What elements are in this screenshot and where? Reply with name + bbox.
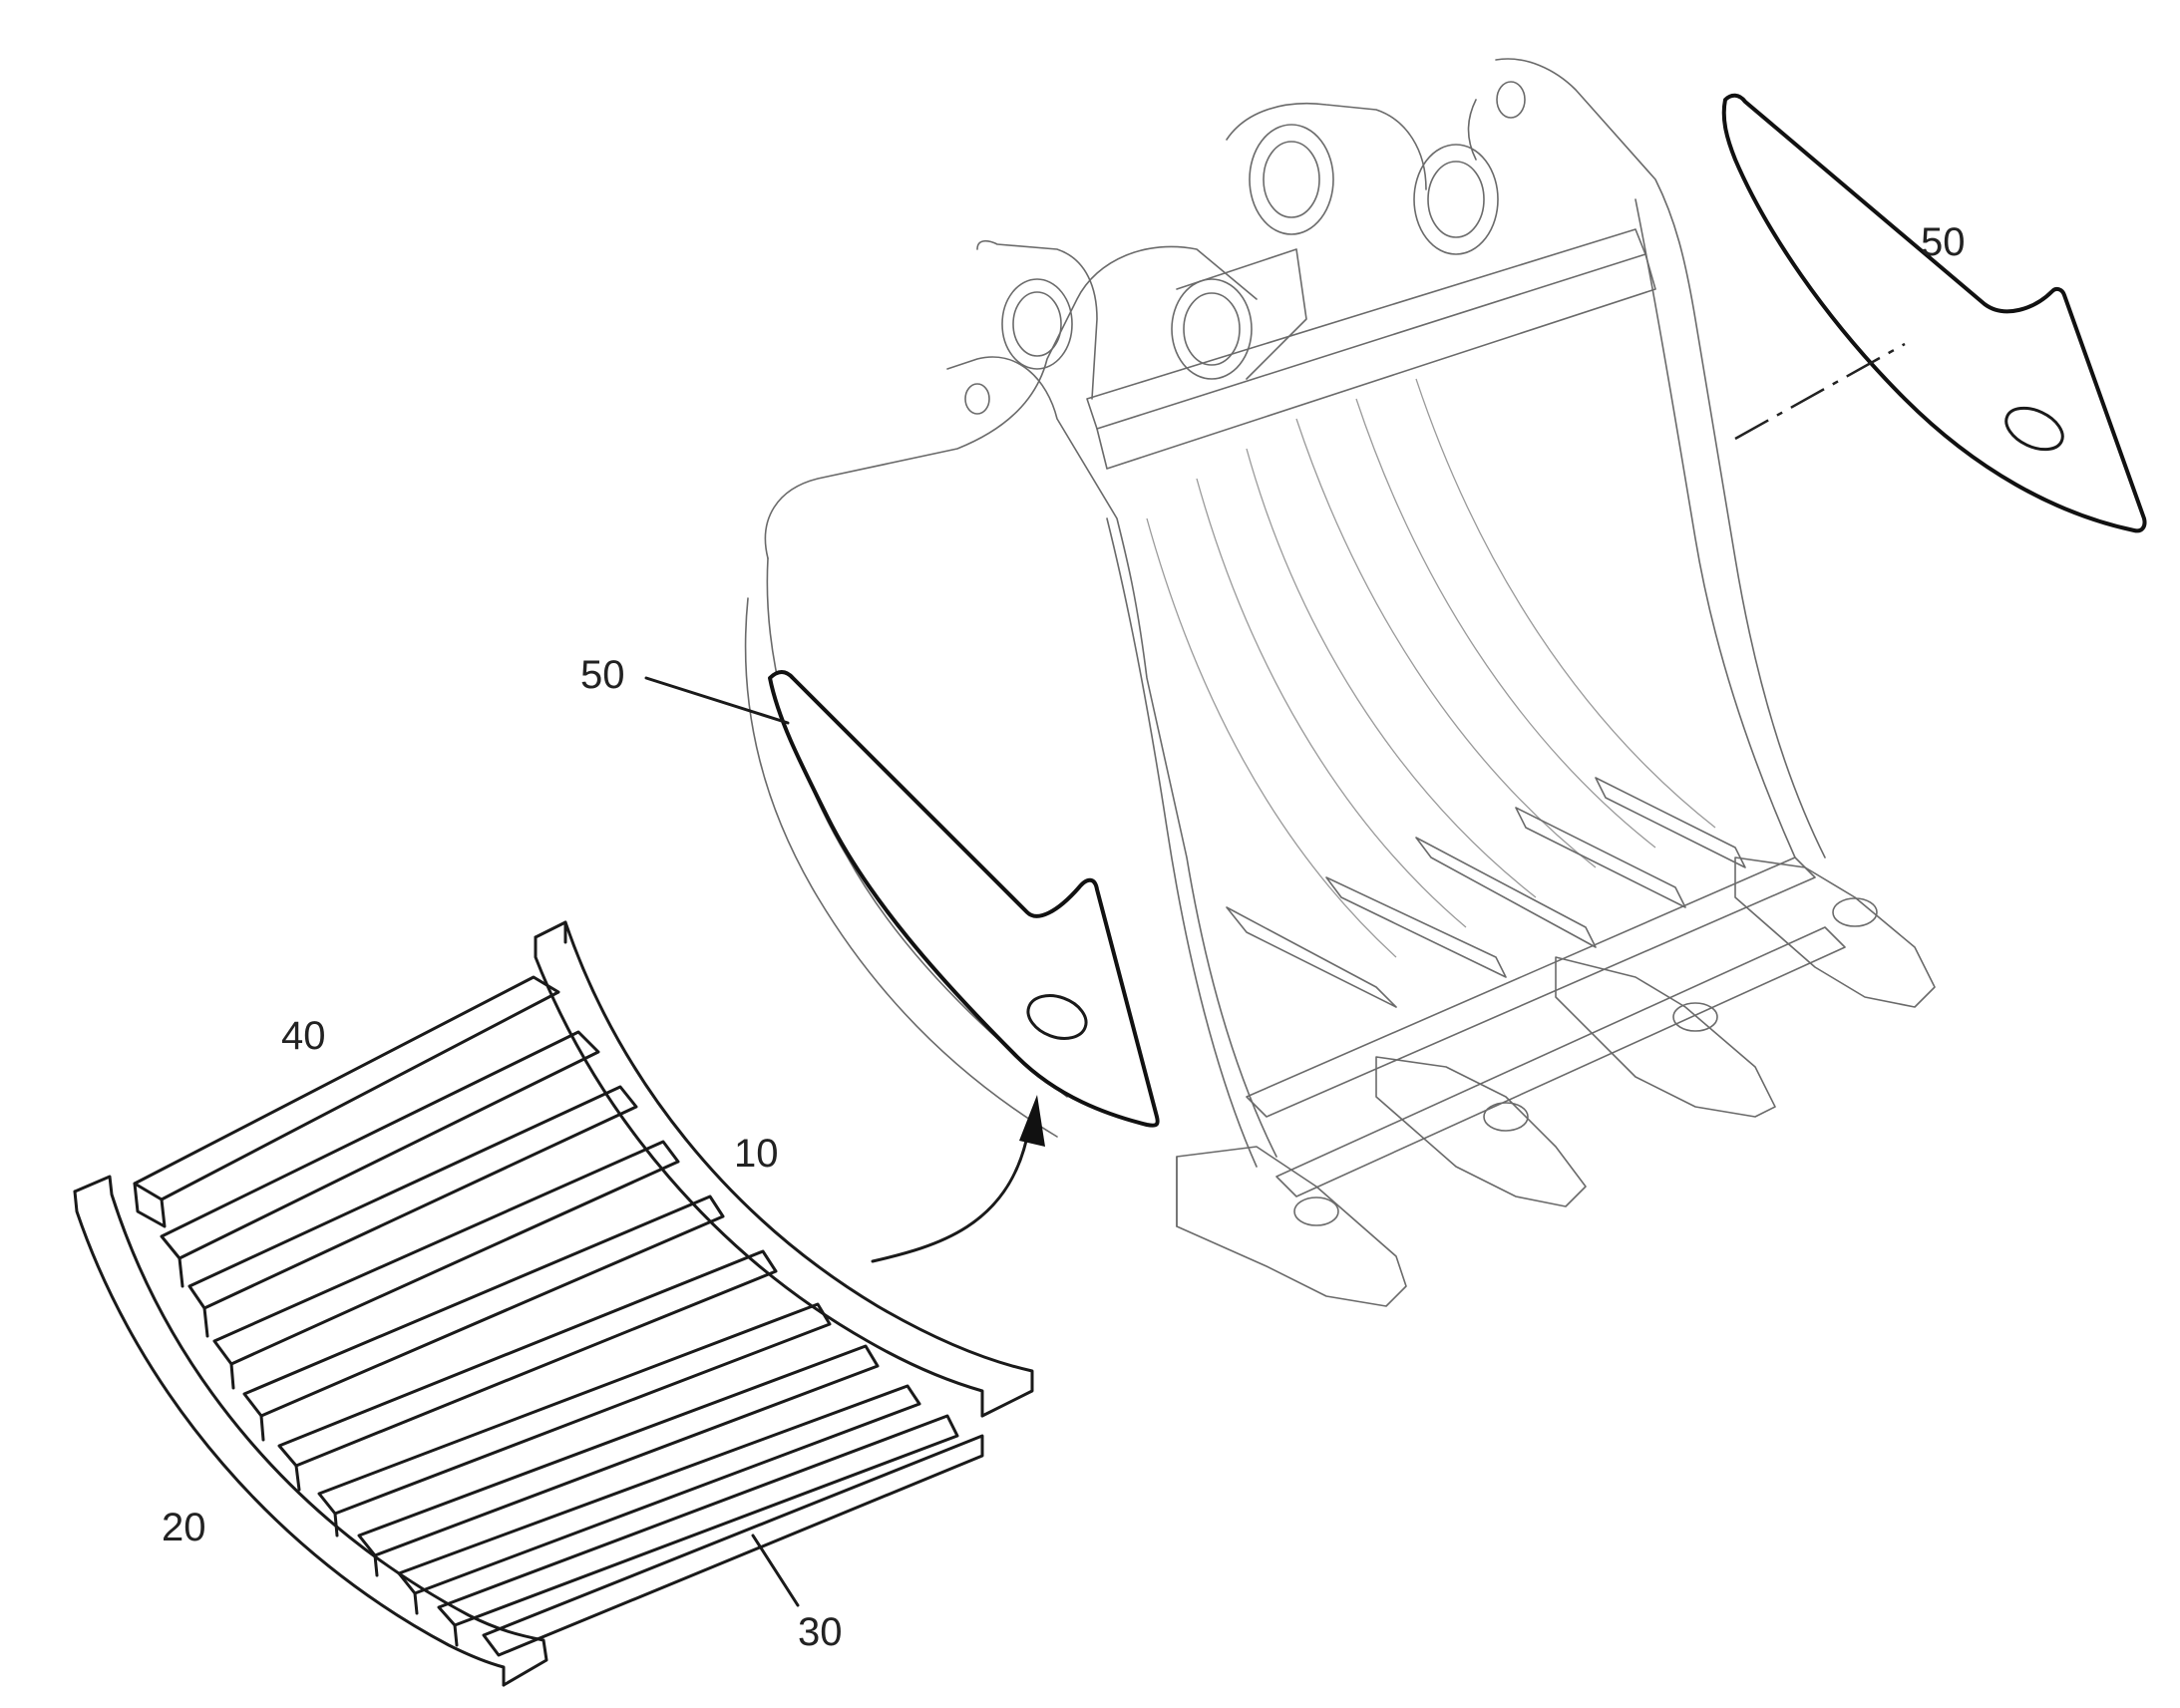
assembly-arrow <box>871 1135 1029 1263</box>
side-liner-exploded-hole <box>2004 406 2064 452</box>
side-liner-mounted <box>768 670 1160 1128</box>
ref-10: 10 <box>734 1132 779 1176</box>
side-liner-hole <box>1026 994 1088 1040</box>
center-line <box>1734 342 1906 441</box>
ref-40: 40 <box>281 1014 326 1058</box>
ref-30: 30 <box>798 1610 843 1654</box>
leader-30 <box>751 1534 800 1607</box>
ref-20: 20 <box>162 1506 206 1549</box>
bucket-floor-strips <box>1146 378 1846 1197</box>
hinge-boss-left <box>976 239 1307 400</box>
ref-50-left: 50 <box>580 653 625 697</box>
excavator-bucket <box>744 58 1936 1307</box>
liner-slats <box>133 975 984 1657</box>
curved-liner-assembly <box>73 920 1034 1687</box>
leader-50-left <box>644 676 790 725</box>
hinge-boss-right <box>964 81 1526 415</box>
ref-50-right: 50 <box>1921 220 1966 264</box>
arrow-head <box>1019 1095 1045 1147</box>
side-liner-exploded <box>1721 93 2147 533</box>
bucket-teeth <box>1176 856 1936 1307</box>
